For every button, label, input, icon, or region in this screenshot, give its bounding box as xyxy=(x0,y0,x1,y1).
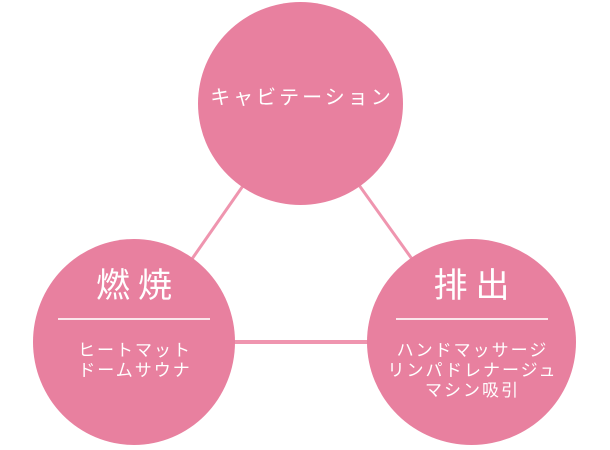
circle-discharge-title: 排出 xyxy=(433,266,518,306)
circle-item: ドームサウナ xyxy=(78,361,192,381)
circle-cavitation-title: キャビテーション xyxy=(210,85,394,109)
circle-item: ヒートマット xyxy=(78,341,192,361)
circle-burning: 燃焼 ヒートマット ドームサウナ xyxy=(33,239,235,445)
circle-item: ハンドマッサージ xyxy=(396,341,549,361)
circle-burning-title: 燃焼 xyxy=(96,266,180,306)
divider-line xyxy=(395,318,548,320)
circle-cavitation: キャビテーション xyxy=(198,2,403,205)
divider-line xyxy=(58,318,210,320)
circle-item: マシン吸引 xyxy=(425,381,520,401)
circle-item: リンパドレナージュ xyxy=(387,361,558,381)
circle-burning-items: ヒートマット ドームサウナ xyxy=(33,341,235,381)
circle-discharge-items: ハンドマッサージ リンパドレナージュ マシン吸引 xyxy=(367,341,576,401)
circle-discharge: 排出 ハンドマッサージ リンパドレナージュ マシン吸引 xyxy=(367,239,576,445)
